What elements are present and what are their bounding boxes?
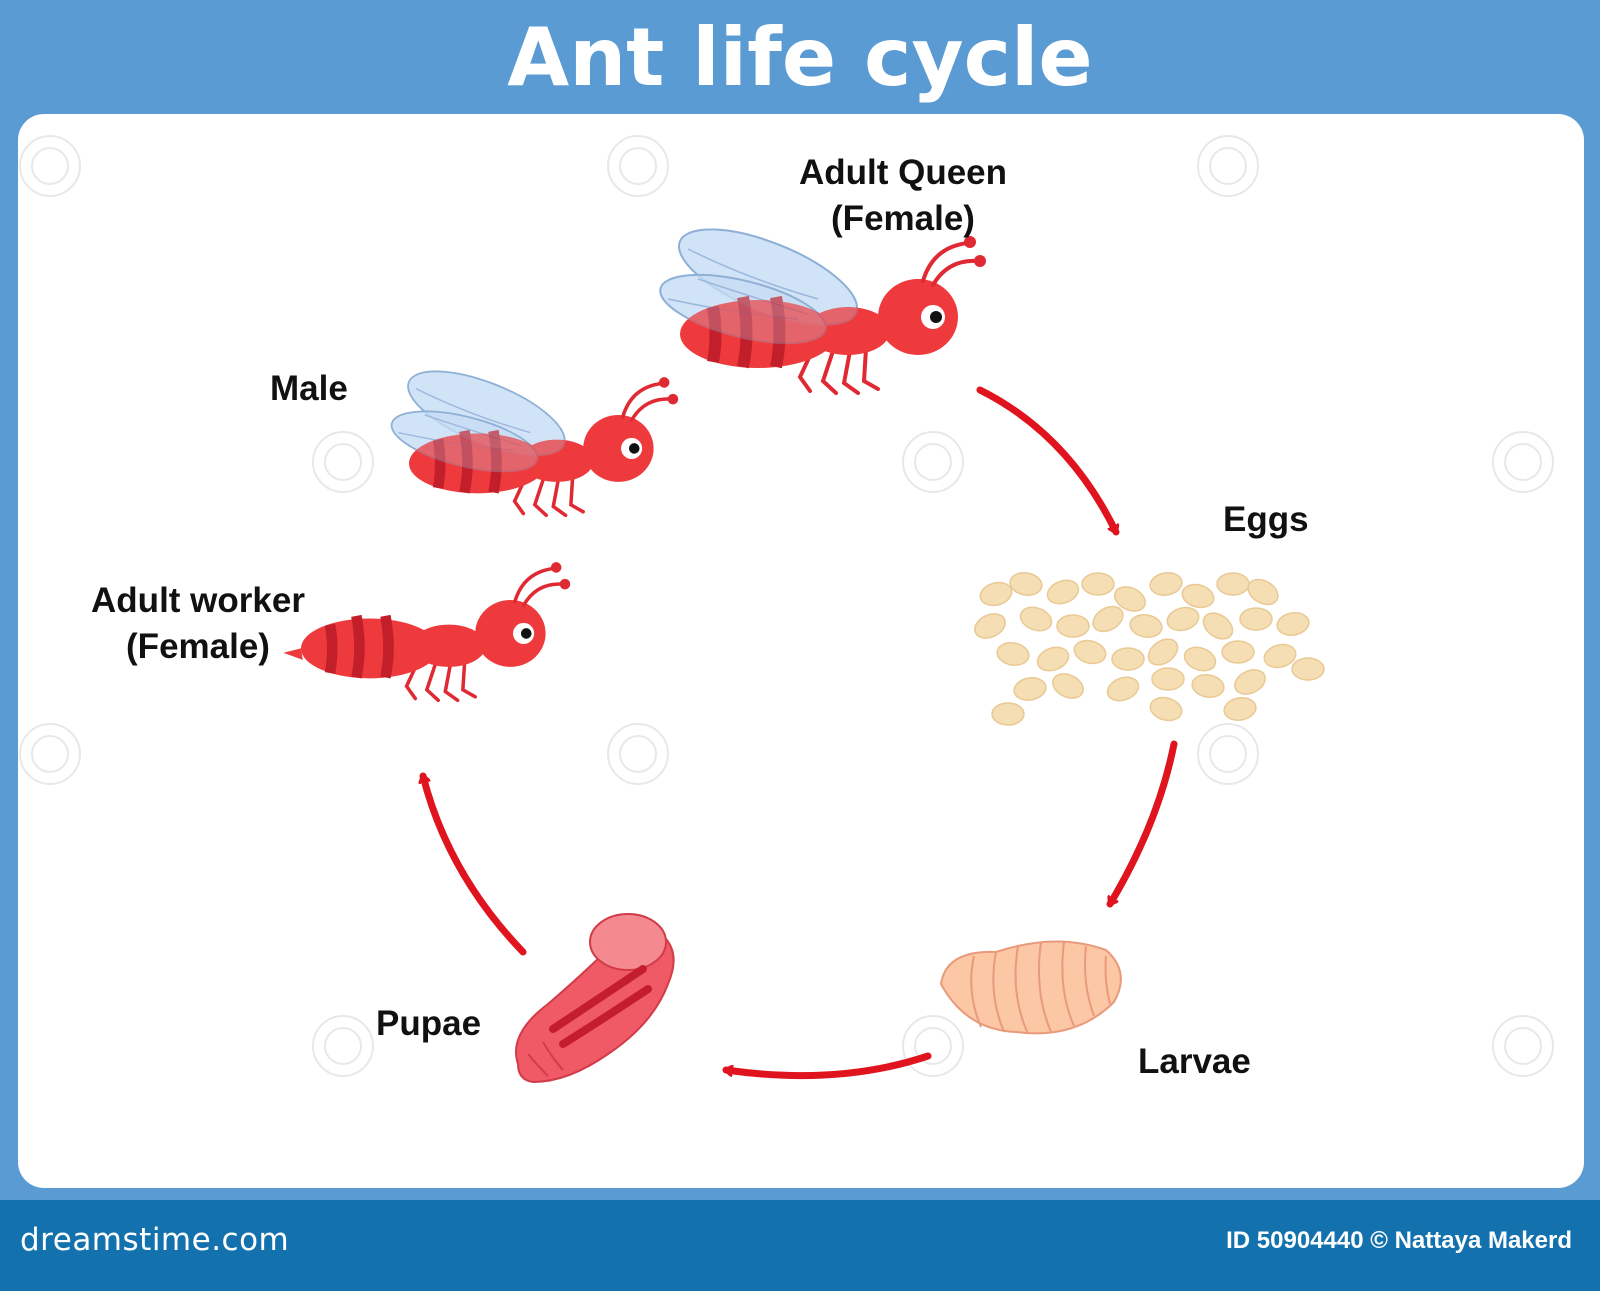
worker-ant-illustration	[283, 562, 570, 700]
label-pupae: Pupae	[376, 1004, 482, 1043]
footer-bar: dreamstime.com ID 50904440 © Nattaya Mak…	[0, 1200, 1600, 1291]
arrow-pupae-to-worker	[423, 772, 527, 956]
arrow-eggs-to-larvae	[1106, 740, 1178, 908]
label-adult-queen-line2: (Female)	[831, 199, 975, 238]
image-credit: ID 50904440 © Nattaya Makerd	[1226, 1227, 1572, 1254]
arrow-larvae-to-pupae	[722, 1052, 932, 1080]
label-larvae: Larvae	[1138, 1042, 1251, 1081]
site-name: dreamstime.com	[20, 1222, 290, 1258]
life-cycle-diagram	[19, 135, 1554, 1084]
arrow-queen-to-eggs	[976, 386, 1120, 536]
cycle-arrows	[423, 386, 1178, 1080]
page-title: Ant life cycle	[507, 11, 1093, 104]
male-ant-illustration	[384, 353, 678, 515]
label-male: Male	[270, 369, 348, 408]
label-adult-queen: Adult Queen (Female)	[753, 150, 1053, 242]
label-adult-queen-line1: Adult Queen	[798, 153, 1008, 192]
label-adult-worker-line1: Adult worker	[91, 581, 305, 620]
label-adult-worker-line2: (Female)	[126, 627, 270, 666]
watermark	[19, 135, 1554, 1077]
pupa-illustration	[515, 913, 675, 1084]
eggs-illustration	[974, 572, 1325, 726]
label-eggs: Eggs	[1223, 500, 1309, 539]
label-adult-worker: Adult worker (Female)	[63, 578, 333, 670]
larva-illustration	[939, 940, 1122, 1035]
diagram-panel: Adult Queen (Female) Male Adult worker (…	[18, 114, 1584, 1188]
